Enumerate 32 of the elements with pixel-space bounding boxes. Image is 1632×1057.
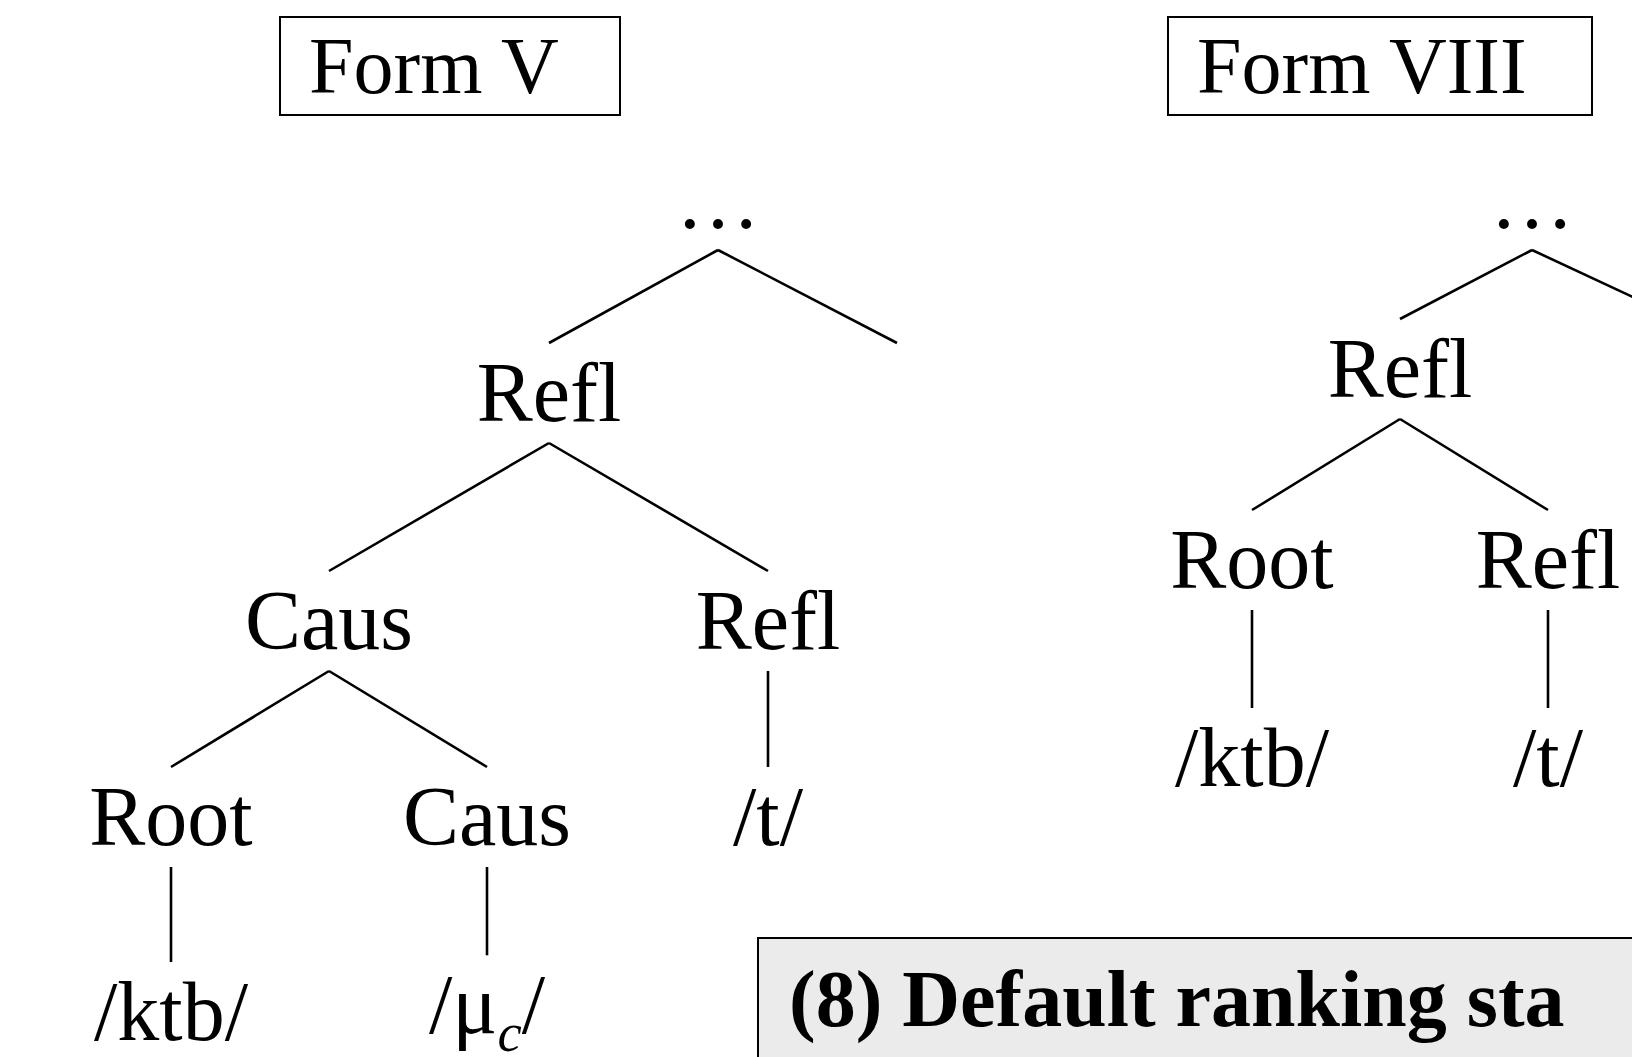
tree-branch-line [328, 441, 550, 573]
form-label-box: Form V [279, 16, 621, 116]
tree-node-label: … [674, 150, 762, 250]
tree-branch-line [548, 441, 769, 573]
tree-node-label: /ktb/ [1173, 708, 1331, 808]
tree-node-label: /μ$_{c}$/ [427, 955, 547, 1057]
tree-branch-line [766, 671, 770, 767]
tree-branch-line [1251, 417, 1401, 512]
tree-node-label: /t/ [1511, 708, 1585, 808]
tree-branch-line [548, 248, 719, 345]
tree-branch-line [1546, 610, 1550, 708]
tree-node-label: Caus [401, 767, 573, 867]
tree-branch-line [717, 248, 898, 345]
tree-node-label: Root [1168, 510, 1336, 610]
tree-branch-line [170, 669, 330, 769]
tree-branch-line [1399, 248, 1533, 321]
tree-node-label: /t/ [731, 767, 805, 867]
tree-node-label: Refl [1325, 319, 1475, 419]
heading-banner: (8) Default ranking sta [757, 937, 1632, 1057]
tree-node-label: /ktb/ [92, 962, 250, 1057]
tree-node-label: … [1488, 150, 1576, 250]
tree-branch-line [1250, 610, 1254, 708]
tree-node-label: Refl [1473, 510, 1623, 610]
tree-node-label: Refl [474, 343, 624, 443]
form-label-box: Form VIII [1167, 16, 1593, 116]
tree-branch-line [169, 867, 173, 962]
tree-branch-line [328, 669, 488, 769]
tree-branch-line [1399, 417, 1549, 512]
tree-branch-line [485, 867, 489, 956]
tree-node-label: Caus [243, 571, 415, 671]
tree-node-label: Root [87, 767, 255, 867]
tree-node-label: Refl [693, 571, 843, 671]
